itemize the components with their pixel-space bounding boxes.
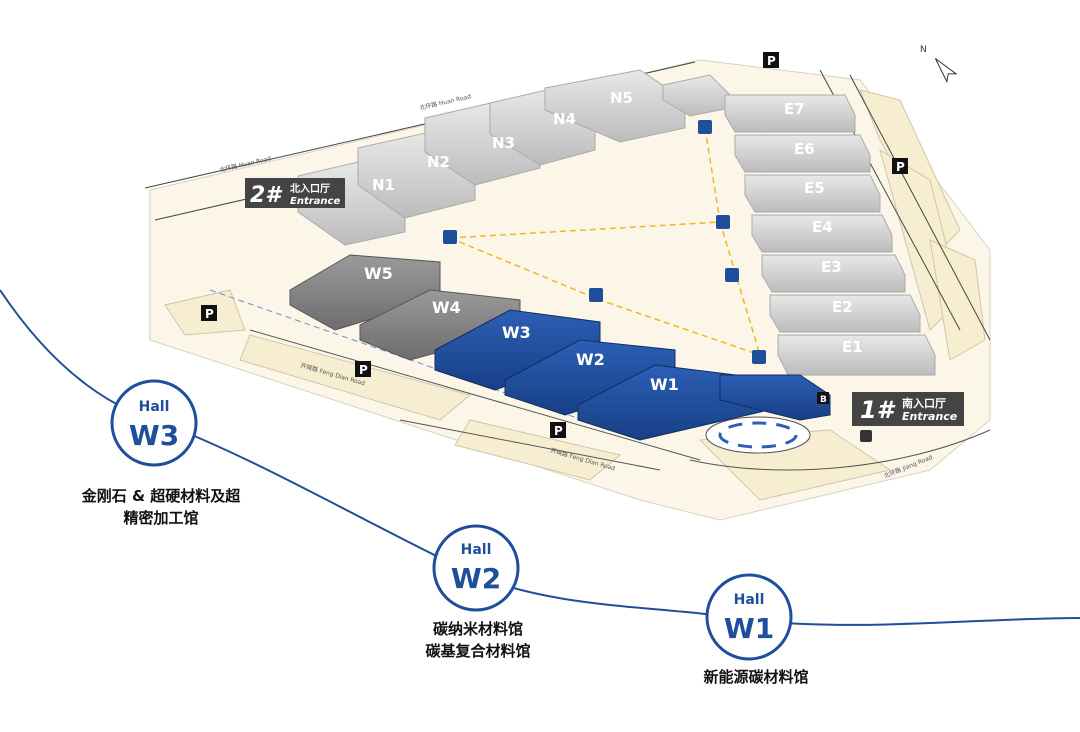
callout-w1-caption: 新能源碳材料馆 [646, 666, 866, 688]
bus-icon [752, 350, 766, 364]
hall-label-n2: N2 [427, 153, 450, 171]
hall-label-e7: E7 [784, 100, 805, 118]
callout-w3-caption-line: 金刚石 & 超硬材料及超 [81, 487, 241, 505]
callout-w3-hall-word: Hall [139, 399, 170, 415]
bus-icons [443, 120, 872, 442]
hall-label-n5: N5 [610, 89, 633, 107]
callout-w2-hall-word: Hall [461, 542, 492, 558]
south-entrance-number: 1# [860, 396, 896, 424]
bus-icon [589, 288, 603, 302]
hall-label-e6: E6 [794, 140, 815, 158]
west-halls-grey: W5 W4 [289, 254, 521, 361]
callout-w1-hall-word: Hall [734, 592, 765, 608]
hall-label-w1: W1 [650, 375, 679, 394]
parking-icon: P [550, 422, 566, 438]
hall-label-w4: W4 [432, 298, 461, 317]
compass-north-label: N [920, 45, 927, 55]
hall-label-e1: E1 [842, 338, 863, 356]
parking-icon: P [892, 158, 908, 174]
svg-text:B: B [820, 395, 827, 405]
svg-text:P: P [205, 307, 214, 321]
hall-label-e3: E3 [821, 258, 842, 276]
bus-icon [860, 430, 872, 442]
parking-icons: P P P P P [201, 52, 908, 438]
bus-icon [698, 120, 712, 134]
east-halls: E7 E6 E5 E4 E3 E2 E1 [724, 94, 936, 376]
compass-icon: N [920, 45, 958, 84]
north-entrance-chinese: 北入口厅 [290, 182, 330, 195]
south-entrance-chinese: 南入口厅 [902, 396, 946, 410]
callout-w2-caption-line: 碳基复合材料馆 [425, 642, 531, 660]
callout-w1-code: W1 [724, 612, 774, 645]
callout-w3-caption-line: 精密加工馆 [123, 509, 199, 527]
hall-label-w3: W3 [502, 323, 531, 342]
callout-w2-code: W2 [451, 562, 501, 595]
callout-w2-caption-line: 碳纳米材料馆 [432, 620, 523, 638]
bus-icon [716, 215, 730, 229]
svg-text:P: P [767, 54, 776, 68]
callout-w1: Hall W1 [705, 573, 793, 661]
parking-icon: P [355, 361, 371, 377]
hall-label-e2: E2 [832, 298, 853, 316]
bus-icon [443, 230, 457, 244]
hall-label-w2: W2 [576, 350, 605, 369]
callout-w3-caption: 金刚石 & 超硬材料及超 精密加工馆 [51, 485, 271, 529]
hall-label-e4: E4 [812, 218, 833, 236]
parking-icon: P [201, 305, 217, 321]
hall-label-n3: N3 [492, 134, 515, 152]
callout-w1-caption-line: 新能源碳材料馆 [703, 668, 809, 686]
hall-label-n4: N4 [553, 110, 576, 128]
facility-b-icon: B [817, 392, 829, 405]
parking-icon: P [763, 52, 779, 68]
svg-text:P: P [554, 424, 563, 438]
hall-label-n1: N1 [372, 176, 395, 194]
roundabout [705, 416, 811, 454]
hall-label-e5: E5 [804, 179, 825, 197]
callout-w3: Hall W3 [110, 379, 198, 467]
callout-w3-code: W3 [129, 419, 179, 452]
north-entrance-sign: 2# 北入口厅 Entrance [245, 178, 345, 208]
hall-label-w5: W5 [364, 264, 393, 283]
svg-text:P: P [896, 160, 905, 174]
north-halls: N1 N2 N3 N4 N5 [297, 69, 731, 246]
south-entrance-sign: 1# 南入口厅 Entrance [852, 392, 964, 426]
bus-icon [725, 268, 739, 282]
west-halls-highlighted: W3 W2 W1 [434, 309, 831, 441]
svg-text:P: P [359, 363, 368, 377]
callout-w2-caption: 碳纳米材料馆 碳基复合材料馆 [368, 618, 588, 662]
south-entrance-english: Entrance [902, 410, 958, 423]
north-entrance-number: 2# [250, 183, 283, 208]
north-entrance-english: Entrance [290, 196, 340, 207]
callout-w2: Hall W2 [432, 524, 520, 612]
